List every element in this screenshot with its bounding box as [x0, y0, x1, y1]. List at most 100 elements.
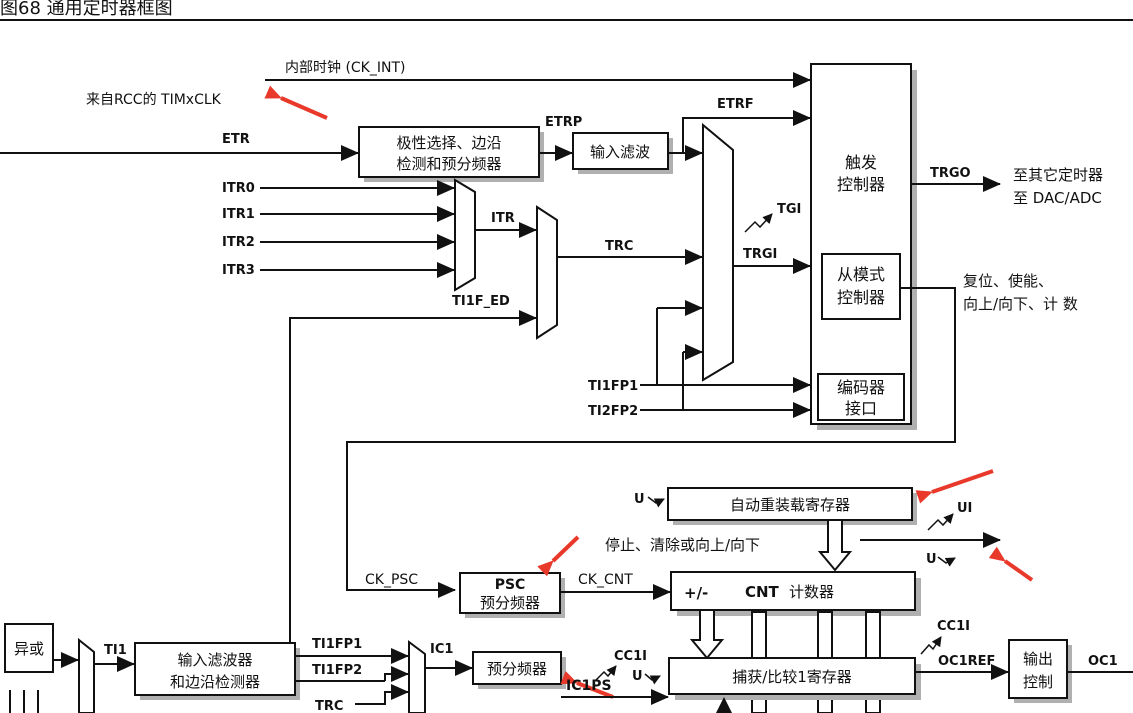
ti1fp2-b-route	[384, 666, 409, 682]
ui-arrow	[927, 513, 954, 531]
trigger-line1: 触发	[845, 153, 877, 172]
itr2-label: ITR2	[222, 235, 255, 250]
u-out-label: U	[926, 552, 937, 567]
trgo-dest-line1: 至其它定时器	[1013, 166, 1103, 184]
ck-int-label: 内部时钟 (CK_INT)	[285, 59, 405, 76]
auto-reload-label: 自动重装载寄存器	[730, 496, 850, 514]
filter-edge-line1: 输入滤波器	[177, 651, 252, 669]
slave-out-line1: 复位、使能、	[963, 272, 1053, 290]
trc-mux	[536, 205, 558, 340]
encoder-box	[817, 373, 905, 421]
slave-line1: 从模式	[837, 265, 885, 284]
itr0-label: ITR0	[222, 181, 255, 196]
cc1i-b-arrow	[920, 636, 942, 655]
figure-title: 图68 通用定时器框图	[0, 0, 173, 19]
auto-reload-register	[667, 487, 913, 521]
red-arrow-prescaler	[560, 671, 614, 699]
cc1i-b-label: CC1I	[937, 619, 970, 634]
cnt-bottom-arrow	[716, 697, 732, 713]
polarity-line1: 极性选择、边沿	[396, 134, 501, 152]
ui-label: UI	[957, 501, 972, 516]
u-reload-label: U	[634, 492, 645, 507]
trigger-mux	[702, 122, 734, 382]
cnt-to-ccr-arrow	[689, 609, 725, 660]
rcc-clk-label: 来自RCC的 TIMxCLK	[86, 92, 222, 108]
slave-line2: 控制器	[837, 288, 885, 307]
itr1-label: ITR1	[222, 207, 255, 222]
polarity-line2: 检测和预分频器	[396, 155, 501, 173]
input-filter-block	[572, 132, 669, 170]
red-arrow-psc	[537, 535, 580, 577]
psc-line1: PSC	[495, 577, 526, 593]
ti1f-ed-label: TI1F_ED	[452, 294, 510, 309]
reload-to-cnt-arrow	[817, 519, 853, 572]
cnt-prefix: +/-	[684, 584, 708, 602]
cnt-register	[670, 571, 916, 611]
trc-label: TRC	[605, 239, 633, 254]
capture-compare-label: 捕获/比较1寄存器	[732, 668, 852, 686]
tgi-label: TGI	[777, 202, 801, 217]
ti1-mux	[78, 637, 95, 713]
psc-block	[459, 572, 561, 614]
trgo-label: TRGO	[930, 166, 971, 181]
u-a-arrow	[644, 673, 661, 685]
trc-b-line	[355, 684, 409, 705]
input-filter-label: 输入滤波	[590, 143, 650, 161]
filter-edge-line2: 和边沿检测器	[170, 673, 260, 691]
tgi-arrow	[744, 213, 773, 233]
ti1fp1-label: TI1FP1	[588, 379, 638, 394]
red-arrow-ui	[988, 546, 1034, 582]
ck-cnt-label: CK_CNT	[578, 572, 633, 588]
etrf-label: ETRF	[717, 97, 754, 112]
u-out-arrow	[937, 556, 956, 567]
output-line2: 控制	[1023, 673, 1053, 691]
cnt-suffix: 计数器	[789, 583, 834, 601]
cnt-label: CNT	[745, 583, 780, 601]
psc-line2: 预分频器	[480, 594, 540, 612]
ck-psc-label: CK_PSC	[365, 572, 418, 588]
ic1-mux	[408, 640, 426, 713]
ic1-label: IC1	[430, 642, 453, 657]
ti1fp1-b-label: TI1FP1	[312, 637, 362, 652]
u-a-label: U	[632, 669, 643, 684]
prescaler-block	[472, 651, 562, 685]
stop-clear-label: 停止、清除或向上/向下	[605, 536, 760, 554]
ti1-label: TI1	[104, 643, 127, 658]
oc1-label: OC1	[1088, 654, 1118, 669]
oc1ref-label: OC1REF	[938, 654, 995, 669]
ic1ps-label: IC1PS	[566, 678, 612, 694]
itr3-label: ITR3	[222, 263, 255, 278]
itr-mux	[454, 178, 476, 292]
polarity-block	[358, 126, 540, 178]
etrf-line	[682, 110, 811, 153]
trigger-line2: 控制器	[837, 175, 885, 194]
slave-out-line2: 向上/向下、计 数	[963, 295, 1078, 313]
trigger-controller	[810, 63, 912, 425]
itr-label: ITR	[491, 211, 515, 226]
trc-b-label: TRC	[315, 699, 343, 713]
xor-block	[4, 623, 54, 673]
etr-label: ETR	[222, 132, 250, 147]
capture-compare-register	[668, 657, 916, 695]
xor-label: 异或	[14, 640, 44, 658]
cc1i-a-label: CC1I	[614, 649, 647, 664]
cc1i-a-arrow	[595, 665, 617, 681]
red-arrow-auto-reload	[915, 469, 994, 504]
filter-edge-block	[134, 642, 296, 696]
trgi-label: TRGI	[743, 247, 777, 262]
trgo-dest-line2: 至 DAC/ADC	[1013, 189, 1102, 207]
output-line1: 输出	[1023, 650, 1053, 668]
slave-mode-box	[821, 253, 901, 320]
etrp-label: ETRP	[545, 115, 582, 130]
ti1fp2-b-label: TI1FP2	[312, 663, 362, 678]
encoder-line1: 编码器	[837, 378, 885, 397]
encoder-line2: 接口	[845, 399, 877, 418]
red-arrow-rcc	[264, 85, 328, 120]
ti2fp2-label: TI2FP2	[588, 404, 638, 419]
prescaler-label: 预分频器	[487, 660, 547, 678]
ti1f-ed-line	[289, 310, 537, 660]
output-control-block	[1008, 639, 1068, 699]
u-reload-arrow	[647, 496, 665, 508]
slave-output-loop	[346, 287, 956, 598]
